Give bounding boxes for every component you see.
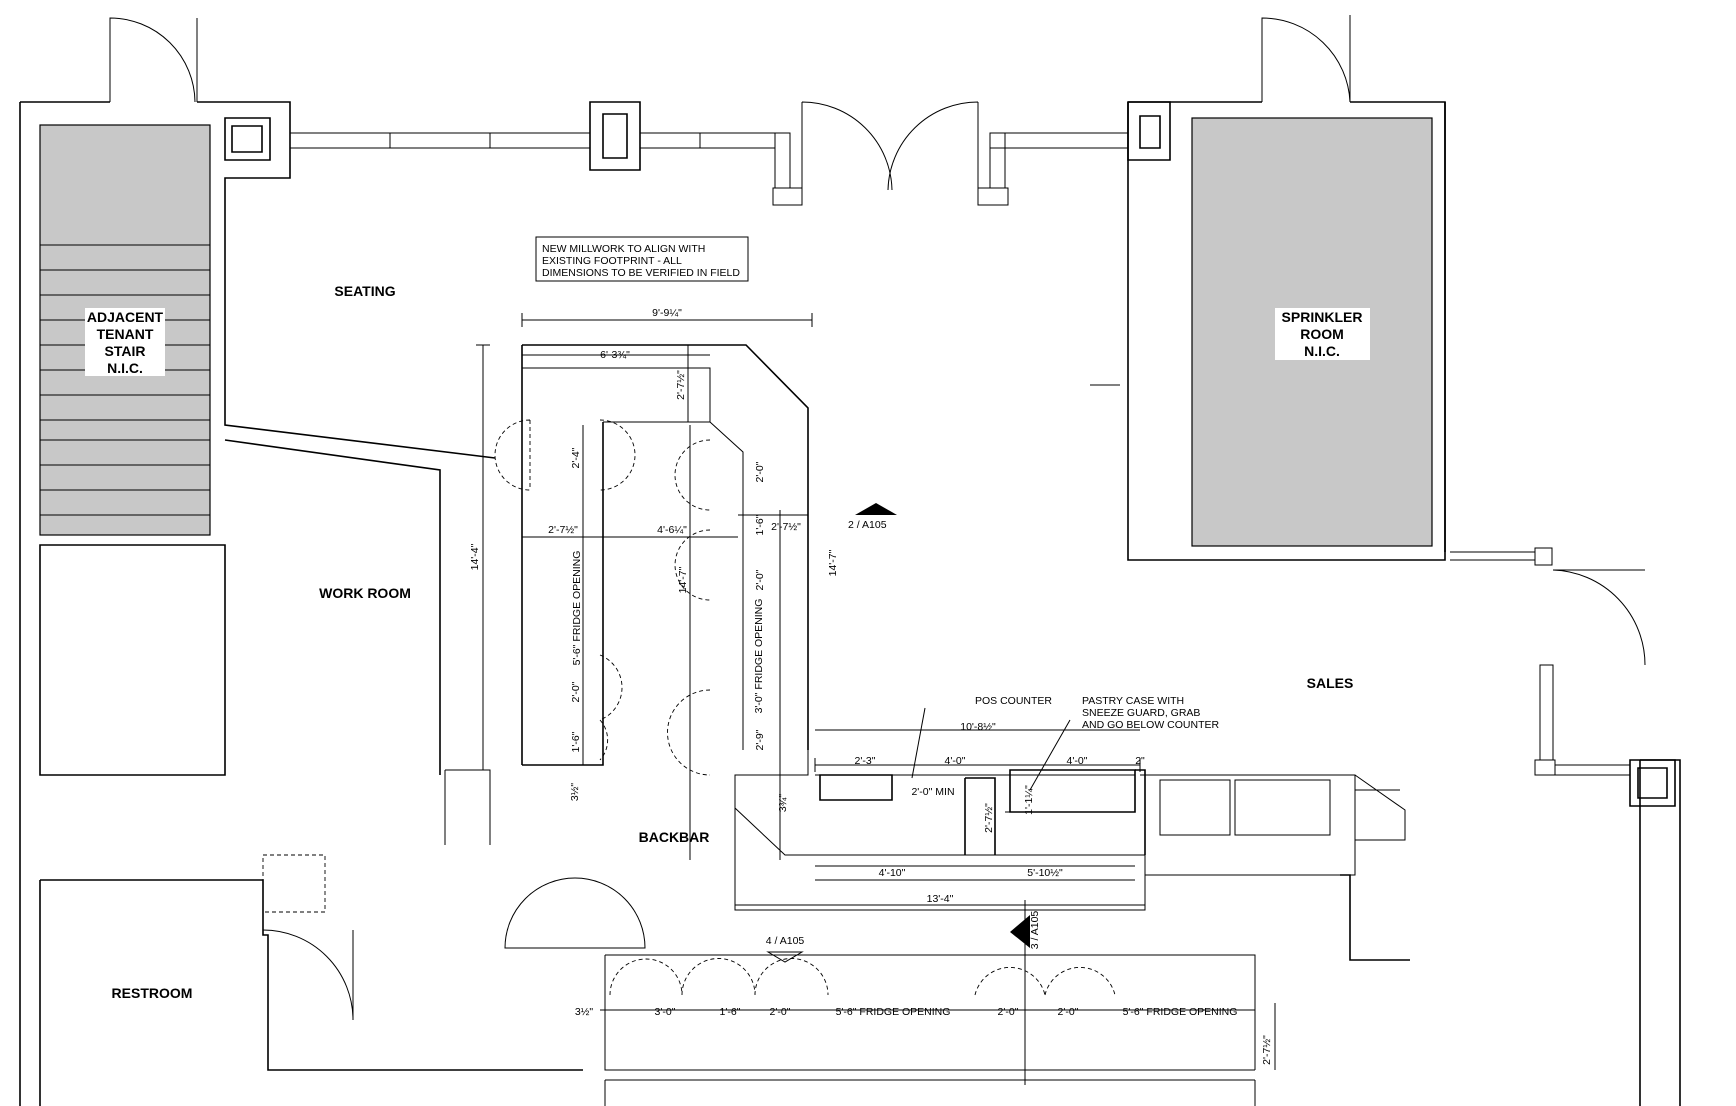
fridge-door-swings bbox=[494, 419, 1116, 996]
dim-c-2-7: 2'-7½" bbox=[983, 803, 995, 833]
section-marker-2-label: 2 / A105 bbox=[848, 519, 887, 531]
dim-3-5: 3½" bbox=[569, 783, 581, 802]
section-marker-4-label: 4 / A105 bbox=[766, 935, 805, 947]
room-label-seating: SEATING bbox=[334, 283, 395, 299]
dim-fridge-left: 5'-6" FRIDGE OPENING bbox=[571, 551, 583, 666]
pastry-case-note-line-2: SNEEZE GUARD, GRAB bbox=[1082, 707, 1200, 719]
dim-top-width: 9'-9¼" bbox=[652, 307, 682, 319]
pastry-case-note-line-1: PASTRY CASE WITH bbox=[1082, 695, 1184, 707]
sprinkler-label-line-3: N.I.C. bbox=[1304, 343, 1340, 359]
dim-2-4: 2'-4" bbox=[570, 447, 582, 468]
dim-c-4-0-b: 4'-0" bbox=[1067, 755, 1088, 767]
dim-c-2-3: 2'-3" bbox=[855, 755, 876, 767]
doors bbox=[109, 15, 1646, 1021]
millwork-note-line-1: NEW MILLWORK TO ALIGN WITH bbox=[542, 243, 705, 255]
dim-b-2-0-a: 2'-0" bbox=[770, 1006, 791, 1018]
millwork-note-line-3: DIMENSIONS TO BE VERIFIED IN FIELD bbox=[542, 267, 740, 279]
room-label-backbar: BACKBAR bbox=[639, 829, 710, 845]
note-leaders bbox=[911, 707, 1071, 791]
dim-b-2-0-c: 2'-0" bbox=[1058, 1006, 1079, 1018]
dim-b-fridge-a: 5'-6" FRIDGE OPENING bbox=[836, 1006, 951, 1018]
adjacent-stair-label: ADJACENT TENANT STAIR N.I.C. bbox=[85, 308, 165, 376]
dim-2-0-b: 2'-0" bbox=[754, 569, 766, 590]
dim-c-4-10: 4'-10" bbox=[879, 867, 906, 879]
dimension-lines bbox=[476, 313, 1276, 1070]
dim-4-6: 4'-6¼" bbox=[657, 524, 687, 536]
sprinkler-label-line-2: ROOM bbox=[1300, 326, 1344, 342]
dim-c-5-10: 5'-10½" bbox=[1027, 867, 1063, 879]
dim-1-6-b: 1'-6" bbox=[570, 731, 582, 752]
pastry-case-note-line-3: AND GO BELOW COUNTER bbox=[1082, 719, 1220, 731]
dimension-text: 9'-9¼" 6'-3¾" 2'-7½" 14'-4" 14'-7" 14'-7… bbox=[469, 307, 1273, 1065]
room-label-sales: SALES bbox=[1307, 675, 1354, 691]
dim-c-2-0-min: 2'-0" MIN bbox=[911, 786, 954, 798]
dim-b-2-0-b: 2'-0" bbox=[998, 1006, 1019, 1018]
dim-1-6-a: 1'-6" bbox=[754, 514, 766, 535]
sprinkler-label-line-1: SPRINKLER bbox=[1282, 309, 1363, 325]
dim-b-3-5: 3½" bbox=[575, 1006, 594, 1018]
dim-fridge-mid: 3'-0" FRIDGE OPENING bbox=[753, 599, 765, 714]
dim-2-7-left: 2'-7½" bbox=[548, 524, 578, 536]
dim-c-2: 2" bbox=[1135, 755, 1145, 767]
pos-counter-note: POS COUNTER bbox=[975, 695, 1052, 707]
dim-b-2-7: 2'-7½" bbox=[1261, 1035, 1273, 1065]
sprinkler-room-label: SPRINKLER ROOM N.I.C. bbox=[1275, 308, 1370, 360]
dim-2-7-right: 2'-7½" bbox=[771, 521, 801, 533]
dim-3-4: 3¾" bbox=[777, 794, 789, 813]
dim-mid-right: 14'-7" bbox=[827, 549, 839, 576]
stair-label-line-1: ADJACENT bbox=[87, 309, 164, 325]
dim-2-9: 2'-9" bbox=[754, 729, 766, 750]
dim-2-0-c: 2'-0" bbox=[570, 681, 582, 702]
millwork-note-box bbox=[535, 236, 749, 282]
section-marker-3-label: 3 / A105 bbox=[1029, 911, 1041, 950]
exterior-walls bbox=[19, 101, 1681, 1106]
room-label-work-room: WORK ROOM bbox=[319, 585, 411, 601]
dim-c-4-0-a: 4'-0" bbox=[945, 755, 966, 767]
dim-b-fridge-b: 5'-6" FRIDGE OPENING bbox=[1123, 1006, 1238, 1018]
dim-b-1-6: 1'-6" bbox=[720, 1006, 741, 1018]
dim-top-inner: 6'-3¾" bbox=[600, 349, 630, 361]
stair-label-line-4: N.I.C. bbox=[107, 360, 143, 376]
dim-counter-overall: 10'-8½" bbox=[960, 721, 996, 733]
dim-left-overall: 14'-4" bbox=[469, 543, 481, 570]
dim-b-3-0: 3'-0" bbox=[655, 1006, 676, 1018]
millwork-note-line-2: EXISTING FOOTPRINT - ALL bbox=[542, 255, 682, 267]
dim-c-1-1: 1'-1¼" bbox=[1023, 785, 1035, 815]
dim-2-0-a: 2'-0" bbox=[754, 461, 766, 482]
section-markers bbox=[766, 384, 1120, 1085]
room-label-restroom: RESTROOM bbox=[112, 985, 193, 1001]
dim-c-13-4: 13'-4" bbox=[927, 893, 954, 905]
stair-label-line-2: TENANT bbox=[97, 326, 154, 342]
dim-top-right-depth: 2'-7½" bbox=[675, 370, 687, 400]
millwork bbox=[444, 344, 1410, 1106]
stair-label-line-3: STAIR bbox=[105, 343, 146, 359]
dim-mid-left: 14'-7" bbox=[677, 566, 689, 593]
